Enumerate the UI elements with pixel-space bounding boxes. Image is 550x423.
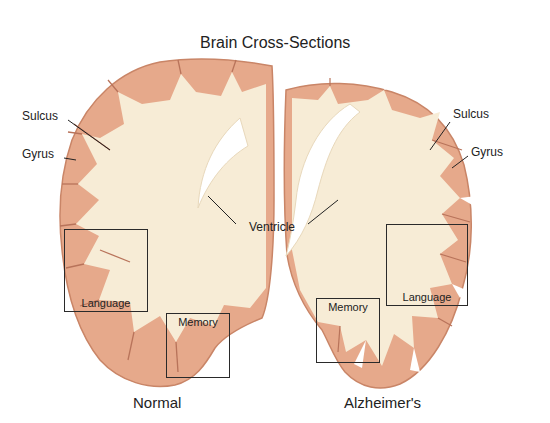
- leader-lines: [64, 120, 468, 224]
- region-box: Memory: [166, 313, 230, 378]
- section-caption: Normal: [133, 394, 181, 411]
- alzheimers-widened-sulci: [354, 80, 476, 372]
- normal-sulci: [60, 60, 236, 372]
- alzheimers-ventricle: [286, 104, 360, 256]
- normal-ventricle: [198, 118, 248, 208]
- part-label: Sulcus: [22, 110, 58, 124]
- region-box: Language: [386, 224, 468, 306]
- alzheimers-white-matter: [292, 86, 460, 366]
- region-label: Memory: [175, 314, 221, 330]
- alzheimers-cortex: [284, 83, 471, 388]
- part-label: Gyrus: [22, 148, 54, 162]
- region-label: Language: [400, 289, 455, 305]
- normal-white-matter: [76, 72, 266, 342]
- part-label: Sulcus: [453, 108, 489, 122]
- section-caption: Alzheimer's: [344, 394, 421, 411]
- part-label: Ventricle: [249, 221, 295, 235]
- region-label: Memory: [325, 299, 371, 315]
- region-box: Memory: [316, 298, 380, 363]
- region-box: Language: [64, 229, 148, 312]
- normal-cortex: [60, 59, 274, 386]
- diagram-title: Brain Cross-Sections: [200, 34, 350, 52]
- part-label: Gyrus: [471, 146, 503, 160]
- region-label: Language: [79, 295, 134, 311]
